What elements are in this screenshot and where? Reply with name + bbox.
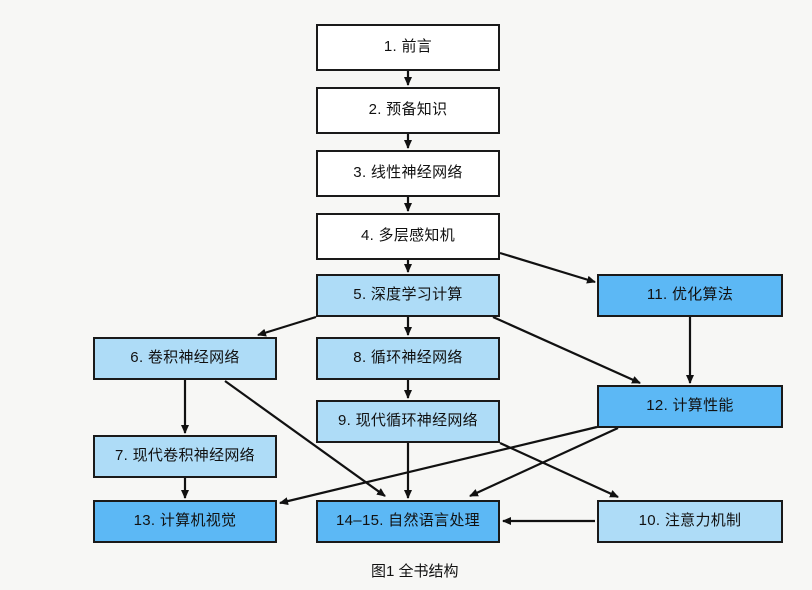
node-n12[interactable]: 12. 计算性能 bbox=[597, 385, 783, 428]
edge-5-to-6 bbox=[257, 315, 317, 337]
edge-9-to-10 bbox=[499, 441, 619, 499]
node-n2[interactable]: 2. 预备知识 bbox=[316, 87, 500, 134]
node-label: 12. 计算性能 bbox=[646, 397, 734, 415]
node-n4[interactable]: 4. 多层感知机 bbox=[316, 213, 500, 260]
node-n9[interactable]: 9. 现代循环神经网络 bbox=[316, 400, 500, 443]
edge-4-to-11 bbox=[499, 251, 596, 284]
node-label: 4. 多层感知机 bbox=[360, 227, 456, 245]
figure-caption: 图1 全书结构 bbox=[371, 563, 459, 580]
node-label: 7. 现代卷积神经网络 bbox=[115, 447, 255, 465]
node-n5[interactable]: 5. 深度学习计算 bbox=[316, 274, 500, 317]
node-n14[interactable]: 14–15. 自然语言处理 bbox=[316, 500, 500, 543]
node-n13[interactable]: 13. 计算机视觉 bbox=[93, 500, 277, 543]
edge-5-to-12 bbox=[492, 315, 641, 385]
node-label: 11. 优化算法 bbox=[646, 286, 734, 304]
node-n7[interactable]: 7. 现代卷积神经网络 bbox=[93, 435, 277, 478]
node-label: 3. 线性神经网络 bbox=[353, 164, 463, 182]
node-n10[interactable]: 10. 注意力机制 bbox=[597, 500, 783, 543]
node-n3[interactable]: 3. 线性神经网络 bbox=[316, 150, 500, 197]
node-n6[interactable]: 6. 卷积神经网络 bbox=[93, 337, 277, 380]
node-n11[interactable]: 11. 优化算法 bbox=[597, 274, 783, 317]
node-label: 13. 计算机视觉 bbox=[133, 512, 237, 530]
node-label: 6. 卷积神经网络 bbox=[130, 349, 240, 367]
node-n1[interactable]: 1. 前言 bbox=[316, 24, 500, 71]
node-label: 10. 注意力机制 bbox=[638, 512, 742, 530]
node-label: 2. 预备知识 bbox=[368, 101, 448, 119]
node-n8[interactable]: 8. 循环神经网络 bbox=[316, 337, 500, 380]
node-label: 9. 现代循环神经网络 bbox=[338, 412, 478, 430]
node-label: 8. 循环神经网络 bbox=[353, 349, 463, 367]
node-label: 14–15. 自然语言处理 bbox=[336, 512, 480, 530]
node-label: 1. 前言 bbox=[383, 38, 433, 56]
node-label: 5. 深度学习计算 bbox=[353, 286, 463, 304]
